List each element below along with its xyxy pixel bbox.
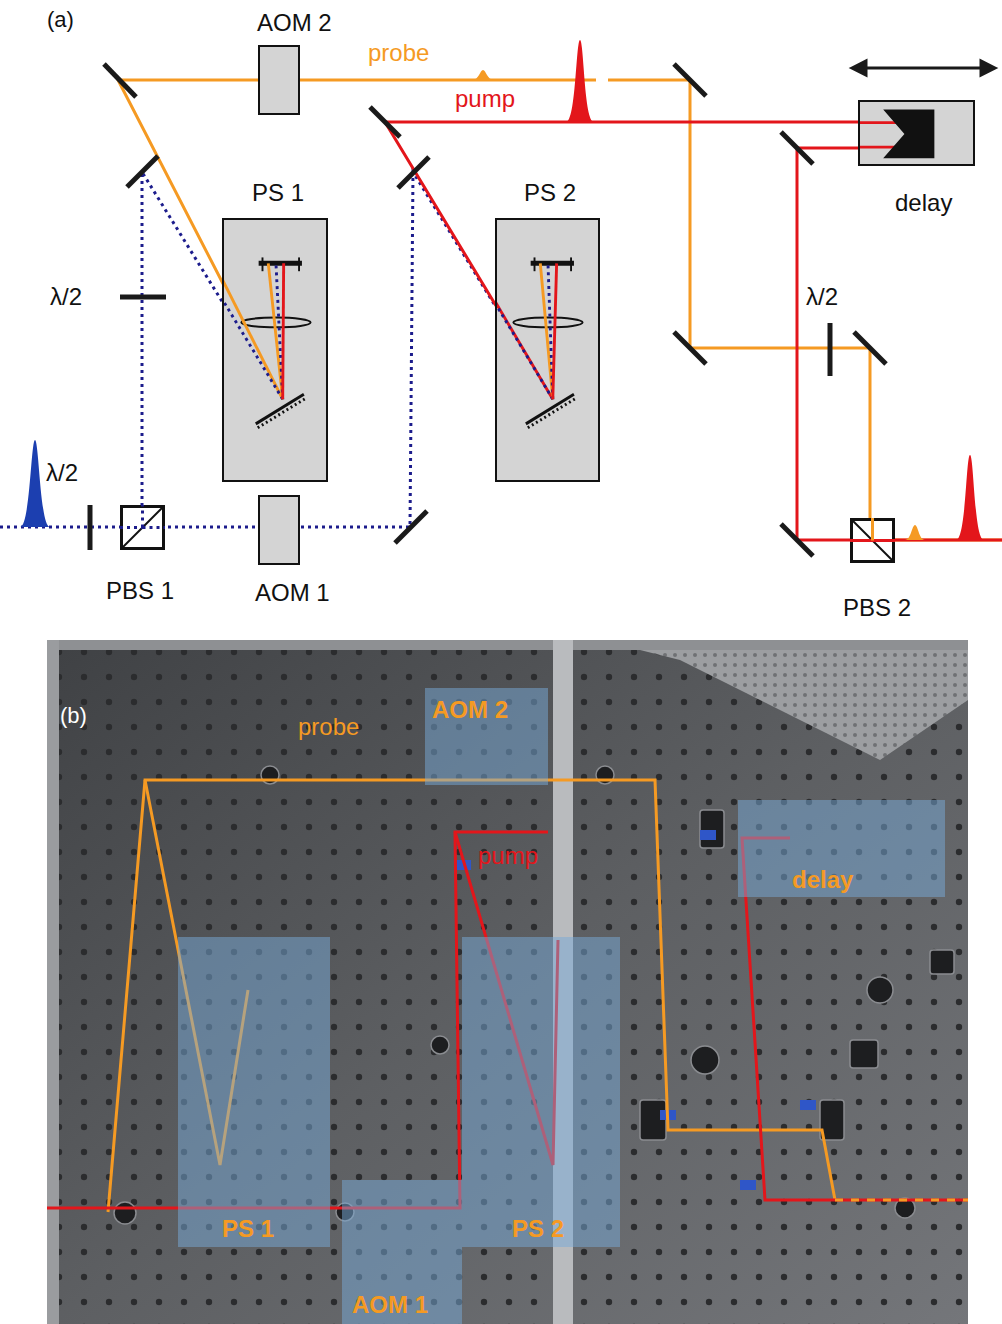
node-label: PBS 2: [843, 595, 911, 621]
node-label: AOM 2: [432, 697, 508, 723]
panel-letter: (a): [47, 8, 74, 32]
retroreflector: [860, 102, 973, 164]
node-label: delay: [792, 867, 853, 893]
beam-splitter-cube: [120, 505, 165, 550]
pulse-shaper-optics: [224, 220, 326, 480]
waveplate-label: λ/2: [806, 284, 838, 310]
pulse-shaper-box: PS 1: [222, 218, 328, 482]
node-label: AOM 1: [255, 580, 330, 606]
waveplate-label: λ/2: [50, 284, 82, 310]
waveplate-label: λ/2: [46, 460, 78, 486]
beam-label: probe: [298, 714, 359, 740]
modulator-box: AOM 1: [258, 495, 300, 565]
beam-splitter-cube: [850, 518, 895, 563]
node-label: AOM 2: [257, 10, 332, 36]
beam-label: probe: [368, 40, 429, 66]
node-label: delay: [895, 190, 952, 216]
node-label: PS 1: [252, 180, 304, 206]
beam-label: pump: [455, 86, 515, 112]
modulator-box: AOM 2: [258, 45, 300, 115]
node-label: AOM 1: [352, 1292, 428, 1318]
photo-highlight-box: PS 2: [462, 937, 620, 1247]
photo-highlight-box: PS 1: [178, 937, 330, 1247]
node-label: PS 2: [512, 1216, 564, 1242]
pulse-shaper-box: PS 2: [495, 218, 600, 482]
node-label: PS 2: [524, 180, 576, 206]
pulse-shaper-optics: [497, 220, 598, 480]
beam-splitter: PBS 2: [850, 518, 895, 563]
photo-highlight-box: AOM 2: [425, 688, 548, 785]
delay-stage-box: delay: [858, 100, 975, 166]
node-label: PBS 1: [106, 578, 174, 604]
node-label: PS 1: [222, 1216, 274, 1242]
photo-highlight-box: AOM 1: [342, 1180, 462, 1324]
photo-highlight-box: delay: [738, 800, 945, 897]
beam-splitter: PBS 1: [120, 505, 165, 550]
panel-letter: (b): [60, 704, 87, 728]
beam-label: pump: [478, 843, 538, 869]
